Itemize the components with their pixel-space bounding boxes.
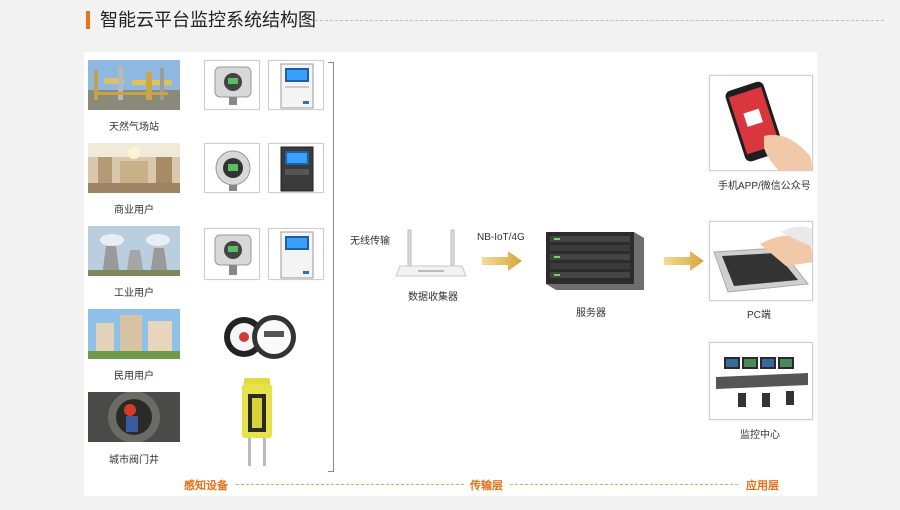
router-label: 数据收集器: [408, 292, 458, 303]
well-sensor-icon: [236, 376, 278, 468]
photo-industrial: [88, 226, 180, 276]
router-icon: [394, 224, 468, 284]
wireless-label: 无线传输: [350, 236, 390, 247]
photo-gas-station: [88, 60, 180, 110]
photo-residential: [88, 309, 180, 359]
caption-valve-well: 城市阀门井: [109, 455, 159, 466]
control-cabinet-icon: [268, 228, 324, 280]
control-cabinet-icon: [268, 60, 324, 110]
mobile-app-label: 手机APP/微信公众号: [718, 181, 811, 192]
pc-label: PC端: [747, 310, 771, 321]
arrow-to-server-icon: [482, 250, 522, 272]
monitor-center-label: 监控中心: [740, 430, 780, 441]
title-divider: [300, 20, 884, 21]
title-accent-bar: [86, 11, 90, 29]
page-title: 智能云平台监控系统结构图: [100, 10, 316, 30]
server-label: 服务器: [576, 308, 606, 319]
caption-commercial: 商业用户: [114, 205, 154, 216]
footer-application-label: 应用层: [746, 480, 779, 492]
server-icon: [538, 228, 648, 294]
footer-sensing-label: 感知设备: [184, 480, 228, 492]
control-cabinet-icon: [268, 143, 324, 193]
gas-detector-icon: [204, 143, 260, 193]
footer-divider-1: [236, 484, 464, 485]
title-bar: 智能云平台监控系统结构图: [86, 9, 886, 31]
gas-detector-icon: [204, 228, 260, 280]
caption-residential: 民用用户: [114, 371, 154, 382]
sensing-bracket: [328, 62, 334, 472]
footer-divider-2: [510, 484, 738, 485]
caption-industrial: 工业用户: [114, 288, 154, 299]
photo-commercial: [88, 143, 180, 193]
smart-meter-icon: [212, 303, 302, 369]
pc-box: [709, 221, 813, 301]
gas-detector-icon: [204, 60, 260, 110]
photo-valve-well: [88, 392, 180, 442]
layer-footer: 感知设备 传输层 应用层: [86, 472, 816, 496]
network-label: NB-IoT/4G: [477, 232, 525, 243]
caption-gas-station: 天然气场站: [109, 122, 159, 133]
arrow-to-apps-icon: [664, 250, 704, 272]
footer-transport-label: 传输层: [470, 480, 503, 492]
monitor-center-box: [709, 342, 813, 420]
mobile-app-box: [709, 75, 813, 171]
